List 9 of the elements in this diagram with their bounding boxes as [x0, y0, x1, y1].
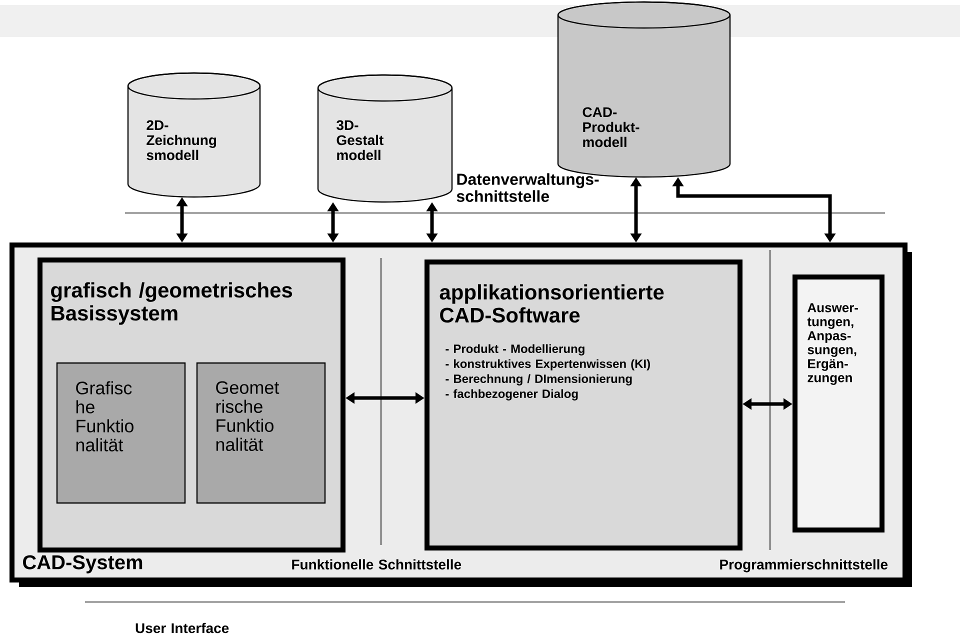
module-box: Auswer- tungen, Anpas- sungen, Ergän- zungen — [792, 274, 884, 532]
interface-label: User Interface — [136, 622, 229, 634]
function-box: Geomet rische Funktio nalität — [196, 362, 326, 504]
database-cylinder: 3D- Gestalt modell — [317, 74, 453, 203]
module-box: applikationsorientierte CAD-Software - Produkt - Modellierung - konstruktives Expertenwissen (KI) - Berechnung / DImensionierung - fachbezogener Dialog — [424, 260, 743, 550]
function-box: Grafisc he Funktio nalität — [56, 362, 186, 504]
interface-label: Funktionelle Schnittstelle — [292, 559, 462, 570]
interface-label: Programmierschnittstelle — [720, 559, 888, 572]
database-cylinder: 2D- Zeichnung smodell — [127, 72, 261, 198]
